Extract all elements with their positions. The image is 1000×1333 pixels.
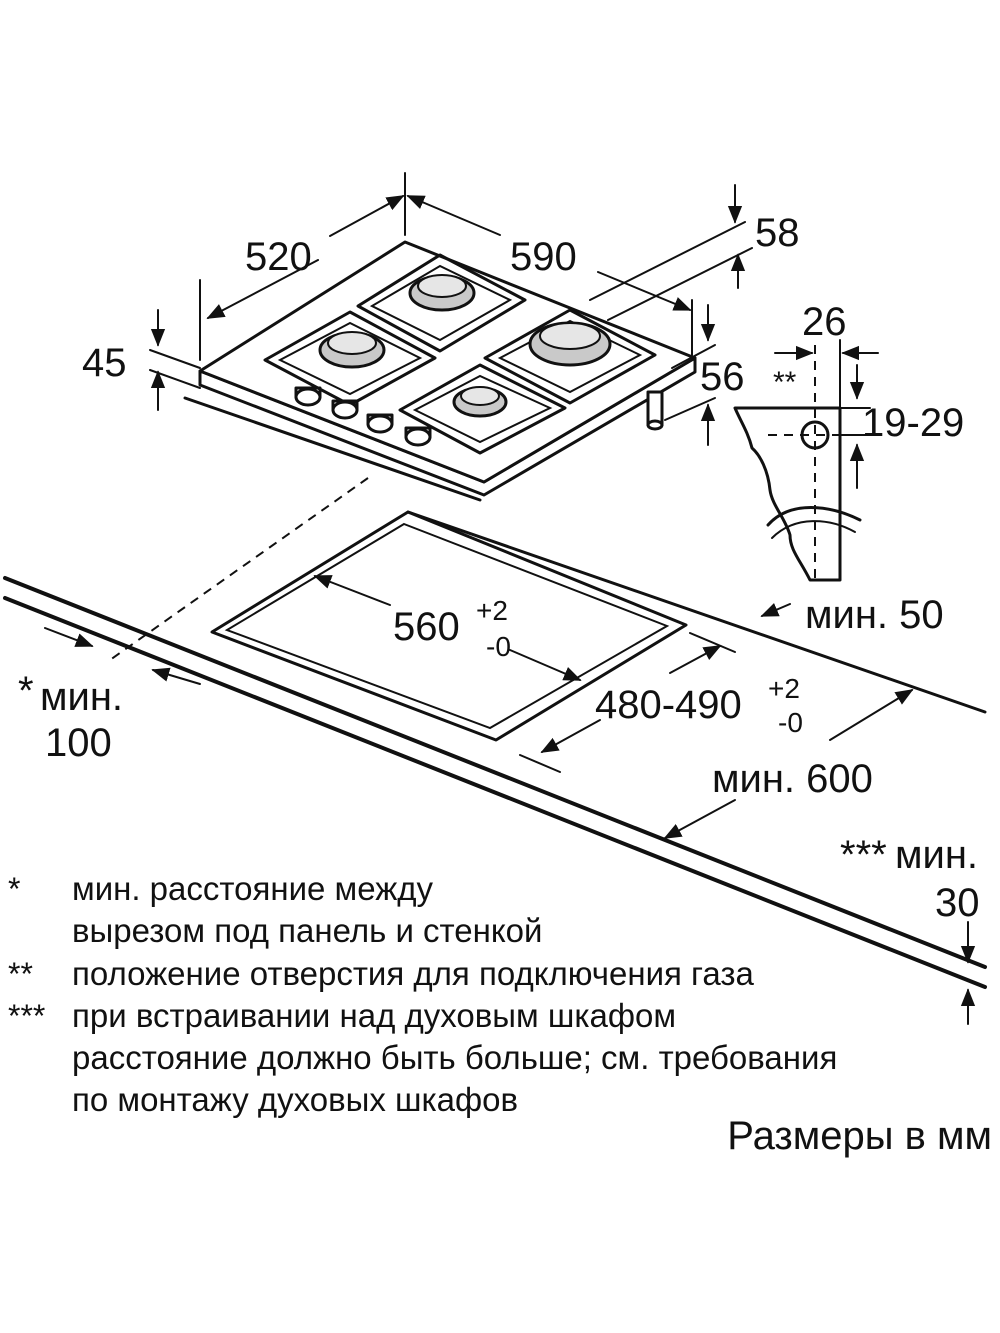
- side-detail: [733, 339, 879, 582]
- dim-min-100-mark: *: [18, 669, 34, 713]
- dim-min-100-label: мин.: [40, 675, 123, 719]
- burner-front-right: [452, 386, 508, 418]
- dim-26: 26: [802, 300, 847, 344]
- gas-connector: [646, 390, 664, 431]
- projection-line: [109, 477, 369, 661]
- footnote-mark-3: ***: [8, 998, 46, 1034]
- footnote-3-line-2: расстояние должно быть больше; см. требо…: [72, 1039, 838, 1076]
- units-caption: Размеры в мм: [727, 1114, 992, 1158]
- dim-cutout-width-tol-minus: -0: [486, 631, 511, 662]
- footnote-3-line-1: при встраивании над духовым шкафом: [72, 997, 677, 1034]
- gas-connection-mark: **: [773, 366, 797, 399]
- gas-hob: [183, 240, 697, 502]
- dim-min-30-mark: ***: [840, 833, 887, 877]
- dim-cutout-width: 560: [393, 605, 460, 649]
- dim-min-50: мин. 50: [805, 593, 944, 637]
- footnote-3-line-3: по монтажу духовых шкафов: [72, 1081, 519, 1118]
- control-knobs: [294, 386, 432, 447]
- worktop-cutout: [210, 510, 688, 742]
- dim-min-600: мин. 600: [712, 757, 873, 801]
- dim-cutout-depth: 480-490: [595, 683, 742, 727]
- worktop: [3, 510, 987, 989]
- dim-520: 520: [245, 235, 312, 279]
- dim-19-29: 19-29: [862, 401, 964, 445]
- dim-cutout-depth-tol-plus: +2: [768, 673, 800, 704]
- footnote-mark-2: **: [8, 956, 33, 992]
- dim-cutout-width-tol-plus: +2: [476, 595, 508, 626]
- burner-rear-left: [408, 274, 476, 312]
- dim-cutout-depth-tol-minus: -0: [778, 707, 803, 738]
- footnote-2-line-1: положение отверстия для подключения газа: [72, 955, 754, 992]
- dim-min-100-value: 100: [45, 721, 112, 765]
- footnote-1-line-2: вырезом под панель и стенкой: [72, 912, 543, 949]
- pan-support: [263, 253, 657, 455]
- footnote-1-line-1: мин. расстояние между: [72, 870, 434, 907]
- dim-45: 45: [82, 341, 127, 385]
- dim-min-30-value: 30: [935, 881, 980, 925]
- burner-front-left: [318, 331, 386, 369]
- burner-rear-right: [528, 321, 612, 367]
- dimension-lines: [44, 172, 976, 1025]
- dim-58: 58: [755, 211, 800, 255]
- dim-56: 56: [700, 355, 745, 399]
- footnote-mark-1: *: [8, 871, 21, 907]
- dim-590: 590: [510, 235, 577, 279]
- dim-min-30-label: мин.: [895, 833, 978, 877]
